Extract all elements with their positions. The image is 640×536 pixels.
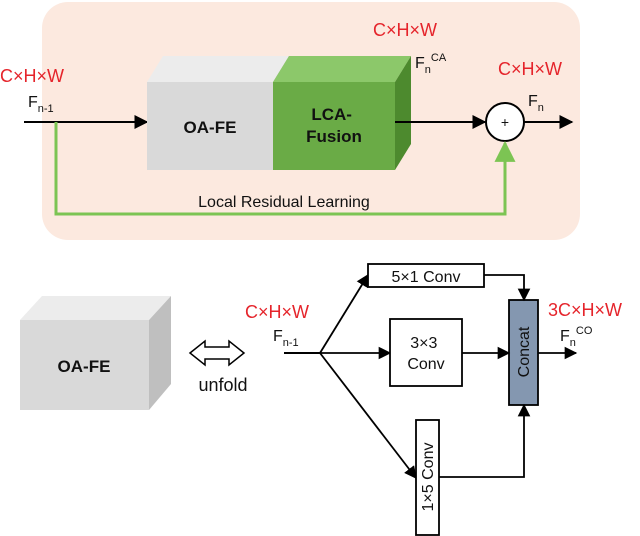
top-lca-fusion-block: LCA- Fusion: [273, 56, 411, 170]
bottom-dim-output: 3C×H×W: [548, 300, 622, 320]
bottom-oafe-block: OA-FE: [20, 296, 171, 410]
top-plus-symbol: +: [501, 114, 509, 130]
top-residual-label: Local Residual Learning: [198, 194, 370, 211]
branch-arrow-1x5: [319, 352, 417, 479]
top-residual-path: [54, 122, 516, 216]
top-dim-output: C×H×W: [498, 59, 562, 79]
top-dim-ca: C×H×W: [373, 20, 437, 40]
unfold-label: unfold: [198, 375, 247, 395]
conv-3x3-box: [389, 318, 463, 387]
top-lca-label: LCA- Fusion: [306, 105, 362, 146]
bottom-f-in-label: Fn-1: [273, 328, 299, 349]
conv-3x3-label: 3×3 Conv: [407, 335, 444, 373]
conv-1x5-label: 1×5 Conv: [420, 443, 437, 512]
branch-arrow-5x1: [319, 273, 369, 354]
top-f-in-label: Fn-1: [28, 94, 54, 115]
bottom-oafe-label: OA-FE: [58, 357, 111, 376]
bottom-f-out-label: FnCO: [560, 325, 593, 349]
concat-label: Concat: [516, 326, 533, 377]
bottom-dim-input: C×H×W: [245, 302, 309, 322]
top-oafe-label: OA-FE: [184, 118, 237, 137]
arrow-5x1-to-concat: [484, 274, 531, 302]
top-dim-input: C×H×W: [0, 66, 64, 86]
conv-5x1-label: 5×1 Conv: [392, 269, 461, 286]
double-arrow-icon: [188, 339, 246, 367]
top-f-out-label: Fn: [528, 93, 544, 114]
top-oafe-block: OA-FE: [147, 56, 289, 170]
top-f-ca-label: FnCA: [415, 52, 447, 76]
arrow-1x5-to-concat: [439, 403, 531, 478]
